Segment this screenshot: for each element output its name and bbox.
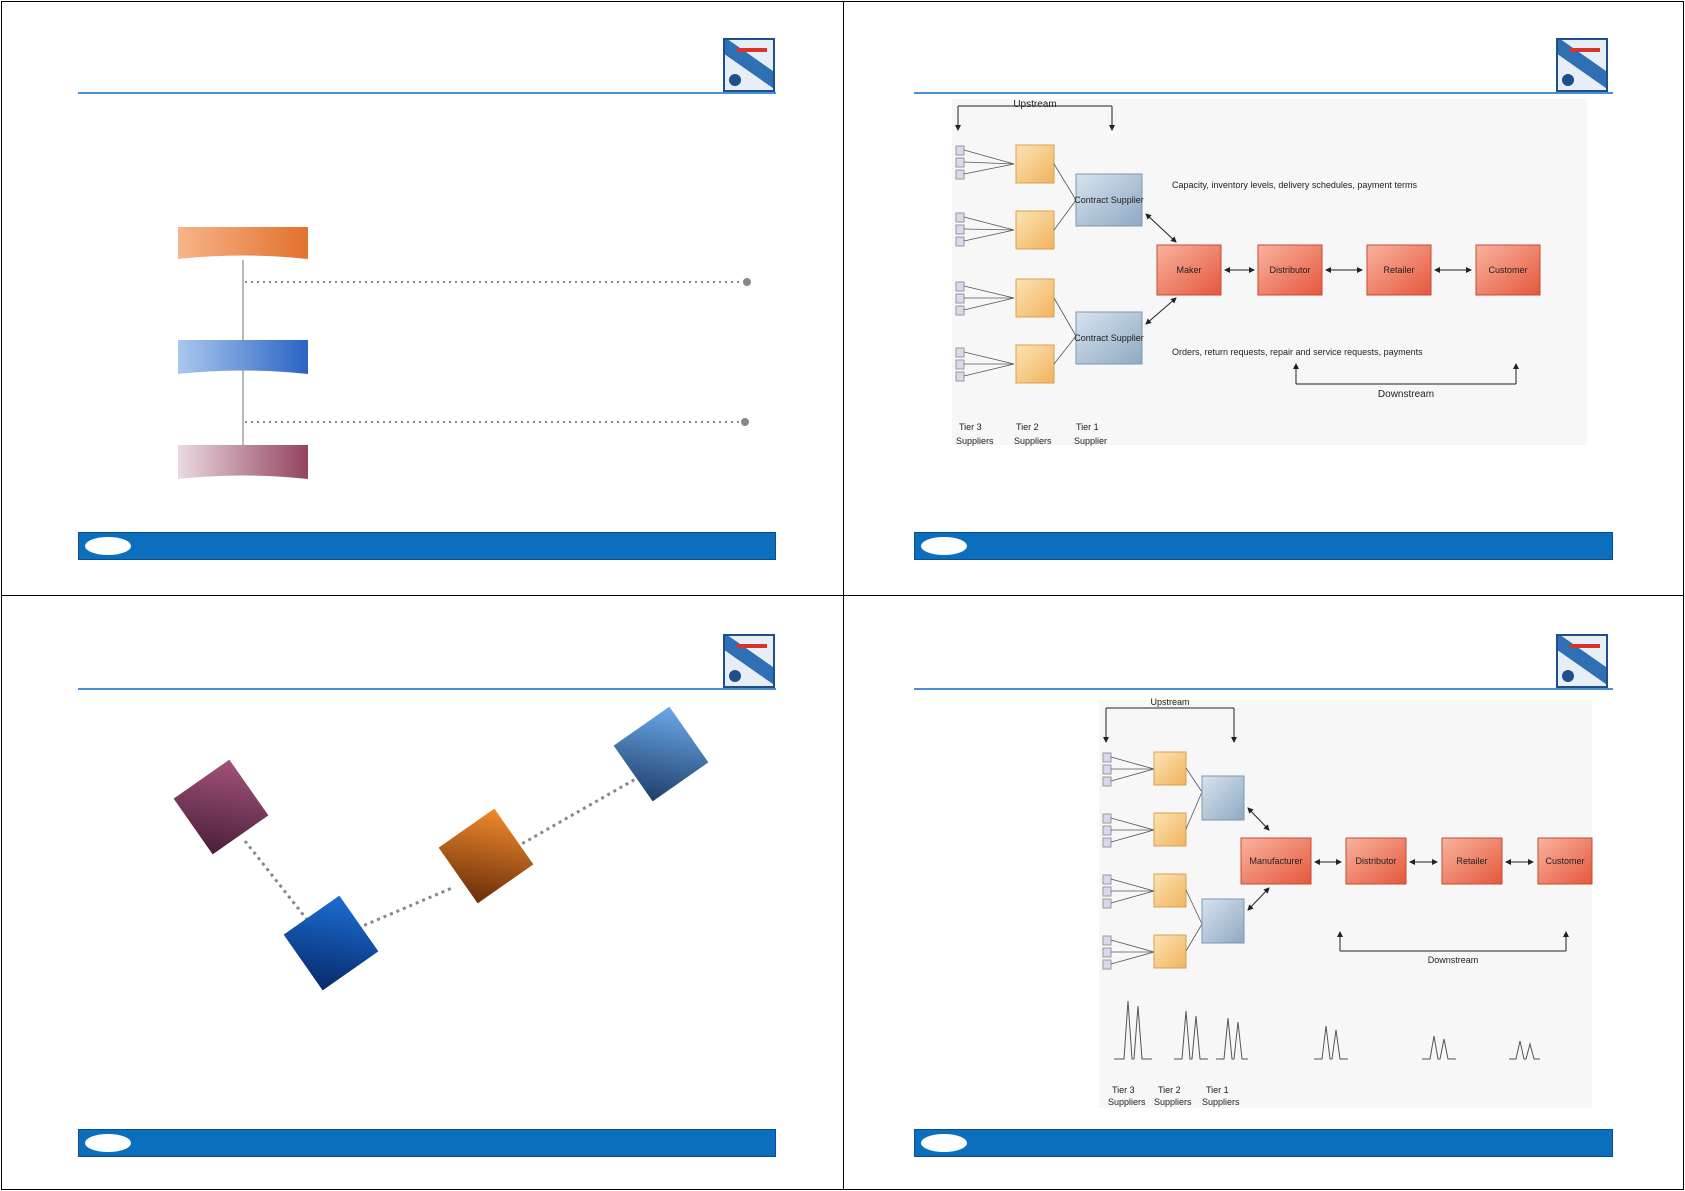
contract-supplier-b [1075, 311, 1143, 365]
svg-text:Manufacturer: Manufacturer [1249, 856, 1302, 866]
supply-chain-diagram: Upstream Contract Supplier Contract Supp… [952, 99, 1587, 446]
tier2-to-tier1-lines [1185, 767, 1203, 952]
tier1-supplier-b [1201, 898, 1245, 944]
tier1-label: Tier 1 [1206, 1085, 1229, 1095]
svg-text:Suppliers: Suppliers [1202, 1097, 1240, 1107]
connector-purple-navy [243, 840, 318, 932]
distributor-box [1345, 837, 1407, 885]
tier3-label: Tier 3 [1112, 1085, 1135, 1095]
svg-text:Suppliers: Suppliers [1108, 1097, 1146, 1107]
supplier-b-to-maker-arrow [1145, 297, 1177, 325]
svg-text:Suppliers: Suppliers [1154, 1097, 1192, 1107]
tier2-to-tier1-lines [1053, 163, 1077, 365]
tier2-supplier-boxes [1153, 751, 1187, 969]
svg-text:Suppliers: Suppliers [1014, 436, 1052, 446]
svg-text:Contract Supplier: Contract Supplier [1074, 333, 1144, 343]
downstream-label: Downstream [1428, 955, 1479, 965]
diamond-network-diagram [173, 706, 709, 991]
manufacturer-box [1240, 837, 1312, 885]
slide-footer [914, 532, 1613, 560]
diamond-light-blue [613, 706, 709, 802]
svg-text:Distributor: Distributor [1355, 856, 1396, 866]
slide-4: Upstream Manufacturer Distributor [843, 595, 1684, 1190]
svg-text:Customer: Customer [1545, 856, 1584, 866]
info-flow-text: Capacity, inventory levels, delivery sch… [1172, 180, 1417, 190]
diamond-orange [438, 808, 534, 904]
svg-text:Suppliers: Suppliers [956, 436, 994, 446]
slide-footer [78, 1129, 776, 1157]
tier3-to-tier2-lines [1110, 756, 1155, 965]
slide-2: Upstream Contract Supplier Contract Supp… [843, 1, 1684, 596]
tier1-label: Tier 1 [1076, 422, 1099, 432]
university-logo [723, 38, 775, 92]
slide-1 [1, 1, 844, 596]
tab-mauve [178, 445, 308, 479]
customer-box [1475, 244, 1541, 296]
page-number-oval [921, 1134, 967, 1152]
bullwhip-supply-chain-diagram: Upstream Manufacturer Distributor [1099, 697, 1593, 1108]
customer-box [1537, 837, 1593, 885]
upstream-label: Upstream [1150, 697, 1189, 707]
tier2-supplier-boxes [1015, 144, 1055, 384]
tier3-to-tier2-lines [963, 149, 1015, 377]
order-flow-text: Orders, return requests, repair and serv… [1172, 347, 1423, 357]
maker-box [1156, 244, 1222, 296]
tier1-supplier-a [1201, 775, 1245, 821]
retailer-box [1366, 244, 1432, 296]
slide-footer [78, 532, 776, 560]
svg-text:Distributor: Distributor [1269, 265, 1310, 275]
university-logo [723, 634, 775, 688]
tier3-suppliers [955, 145, 965, 382]
header-rule [78, 688, 776, 690]
contract-supplier-a [1075, 173, 1143, 227]
university-logo [1556, 634, 1608, 688]
svg-text:Supplier: Supplier [1074, 436, 1107, 446]
svg-text:Maker: Maker [1176, 265, 1201, 275]
upstream-label: Upstream [1013, 99, 1056, 110]
header-rule [914, 92, 1613, 94]
svg-text:Contract Supplier: Contract Supplier [1074, 195, 1144, 205]
page-number-oval [85, 537, 131, 555]
tier2-label: Tier 2 [1016, 422, 1039, 432]
tab-orange [178, 227, 308, 259]
slide-3 [1, 595, 844, 1190]
retailer-box [1441, 837, 1503, 885]
page-number-oval [921, 537, 967, 555]
tab-blue [178, 340, 308, 374]
page-number-oval [85, 1134, 131, 1152]
stacked-tabs-diagram [178, 227, 751, 479]
diamond-navy [283, 895, 379, 991]
tier3-suppliers [1102, 752, 1112, 970]
demand-variability-curves [1114, 1000, 1540, 1060]
diamond-purple [173, 759, 269, 855]
svg-text:Customer: Customer [1488, 265, 1527, 275]
slide-footer [914, 1129, 1613, 1157]
svg-text:Retailer: Retailer [1456, 856, 1487, 866]
tier2-label: Tier 2 [1158, 1085, 1181, 1095]
supplier-a-to-maker-arrow [1145, 213, 1177, 243]
leader-end-dot-2 [741, 418, 749, 426]
header-rule [914, 688, 1613, 690]
downstream-label: Downstream [1378, 389, 1434, 400]
svg-text:Retailer: Retailer [1383, 265, 1414, 275]
university-logo [1556, 38, 1608, 92]
connector-orange-blue [503, 775, 640, 856]
header-rule [78, 92, 776, 94]
distributor-box [1257, 244, 1323, 296]
leader-end-dot-1 [743, 278, 751, 286]
tier3-label: Tier 3 [959, 422, 982, 432]
